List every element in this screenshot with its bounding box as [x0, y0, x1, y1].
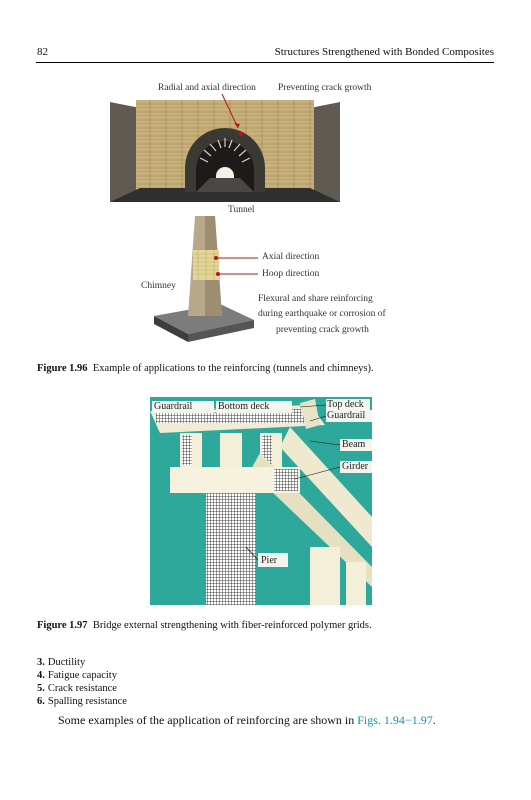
label-flexural-1: Flexural and share reinforcing	[258, 294, 373, 304]
label-axial-direction: Axial direction	[262, 252, 320, 262]
figure-reference-link[interactable]: Figs. 1.94−1.97	[357, 713, 433, 727]
label-hoop-direction: Hoop direction	[262, 269, 320, 279]
figure-197-caption: Figure 1.97 Bridge external strengthenin…	[37, 620, 372, 631]
running-title: Structures Strengthened with Bonded Comp…	[274, 46, 494, 58]
label-flexural-3: preventing crack growth	[276, 325, 369, 335]
label-bottom-deck: Bottom deck	[218, 401, 270, 412]
chimney-illustration	[154, 216, 258, 342]
label-guardrail: Guardrail	[154, 401, 193, 412]
label-radial-axial: Radial and axial direction	[158, 83, 256, 93]
label-chimney: Chimney	[141, 281, 176, 291]
label-guardrail-right: Guardrail	[327, 410, 366, 421]
label-pier: Pier	[261, 555, 278, 566]
label-flexural-2: during earthquake or corrosion of	[258, 309, 386, 319]
bridge-illustration	[150, 397, 372, 605]
figure-196-caption: Figure 1.96 Example of applications to t…	[37, 363, 374, 374]
list-item: 3.Ductility	[37, 657, 86, 668]
list-item: 5.Crack resistance	[37, 683, 117, 694]
list-item: 6.Spalling resistance	[37, 696, 127, 707]
tunnel-illustration	[110, 93, 340, 202]
label-preventing-crack: Preventing crack growth	[278, 83, 372, 93]
label-girder: Girder	[342, 461, 369, 472]
label-beam: Beam	[342, 439, 366, 450]
label-top-deck: Top deck	[327, 399, 364, 410]
list-item: 4.Fatigue capacity	[37, 670, 117, 681]
label-tunnel: Tunnel	[228, 205, 255, 215]
page-number: 82	[37, 46, 48, 58]
body-paragraph: Some examples of the application of rein…	[58, 713, 436, 727]
header-rule	[36, 62, 494, 63]
